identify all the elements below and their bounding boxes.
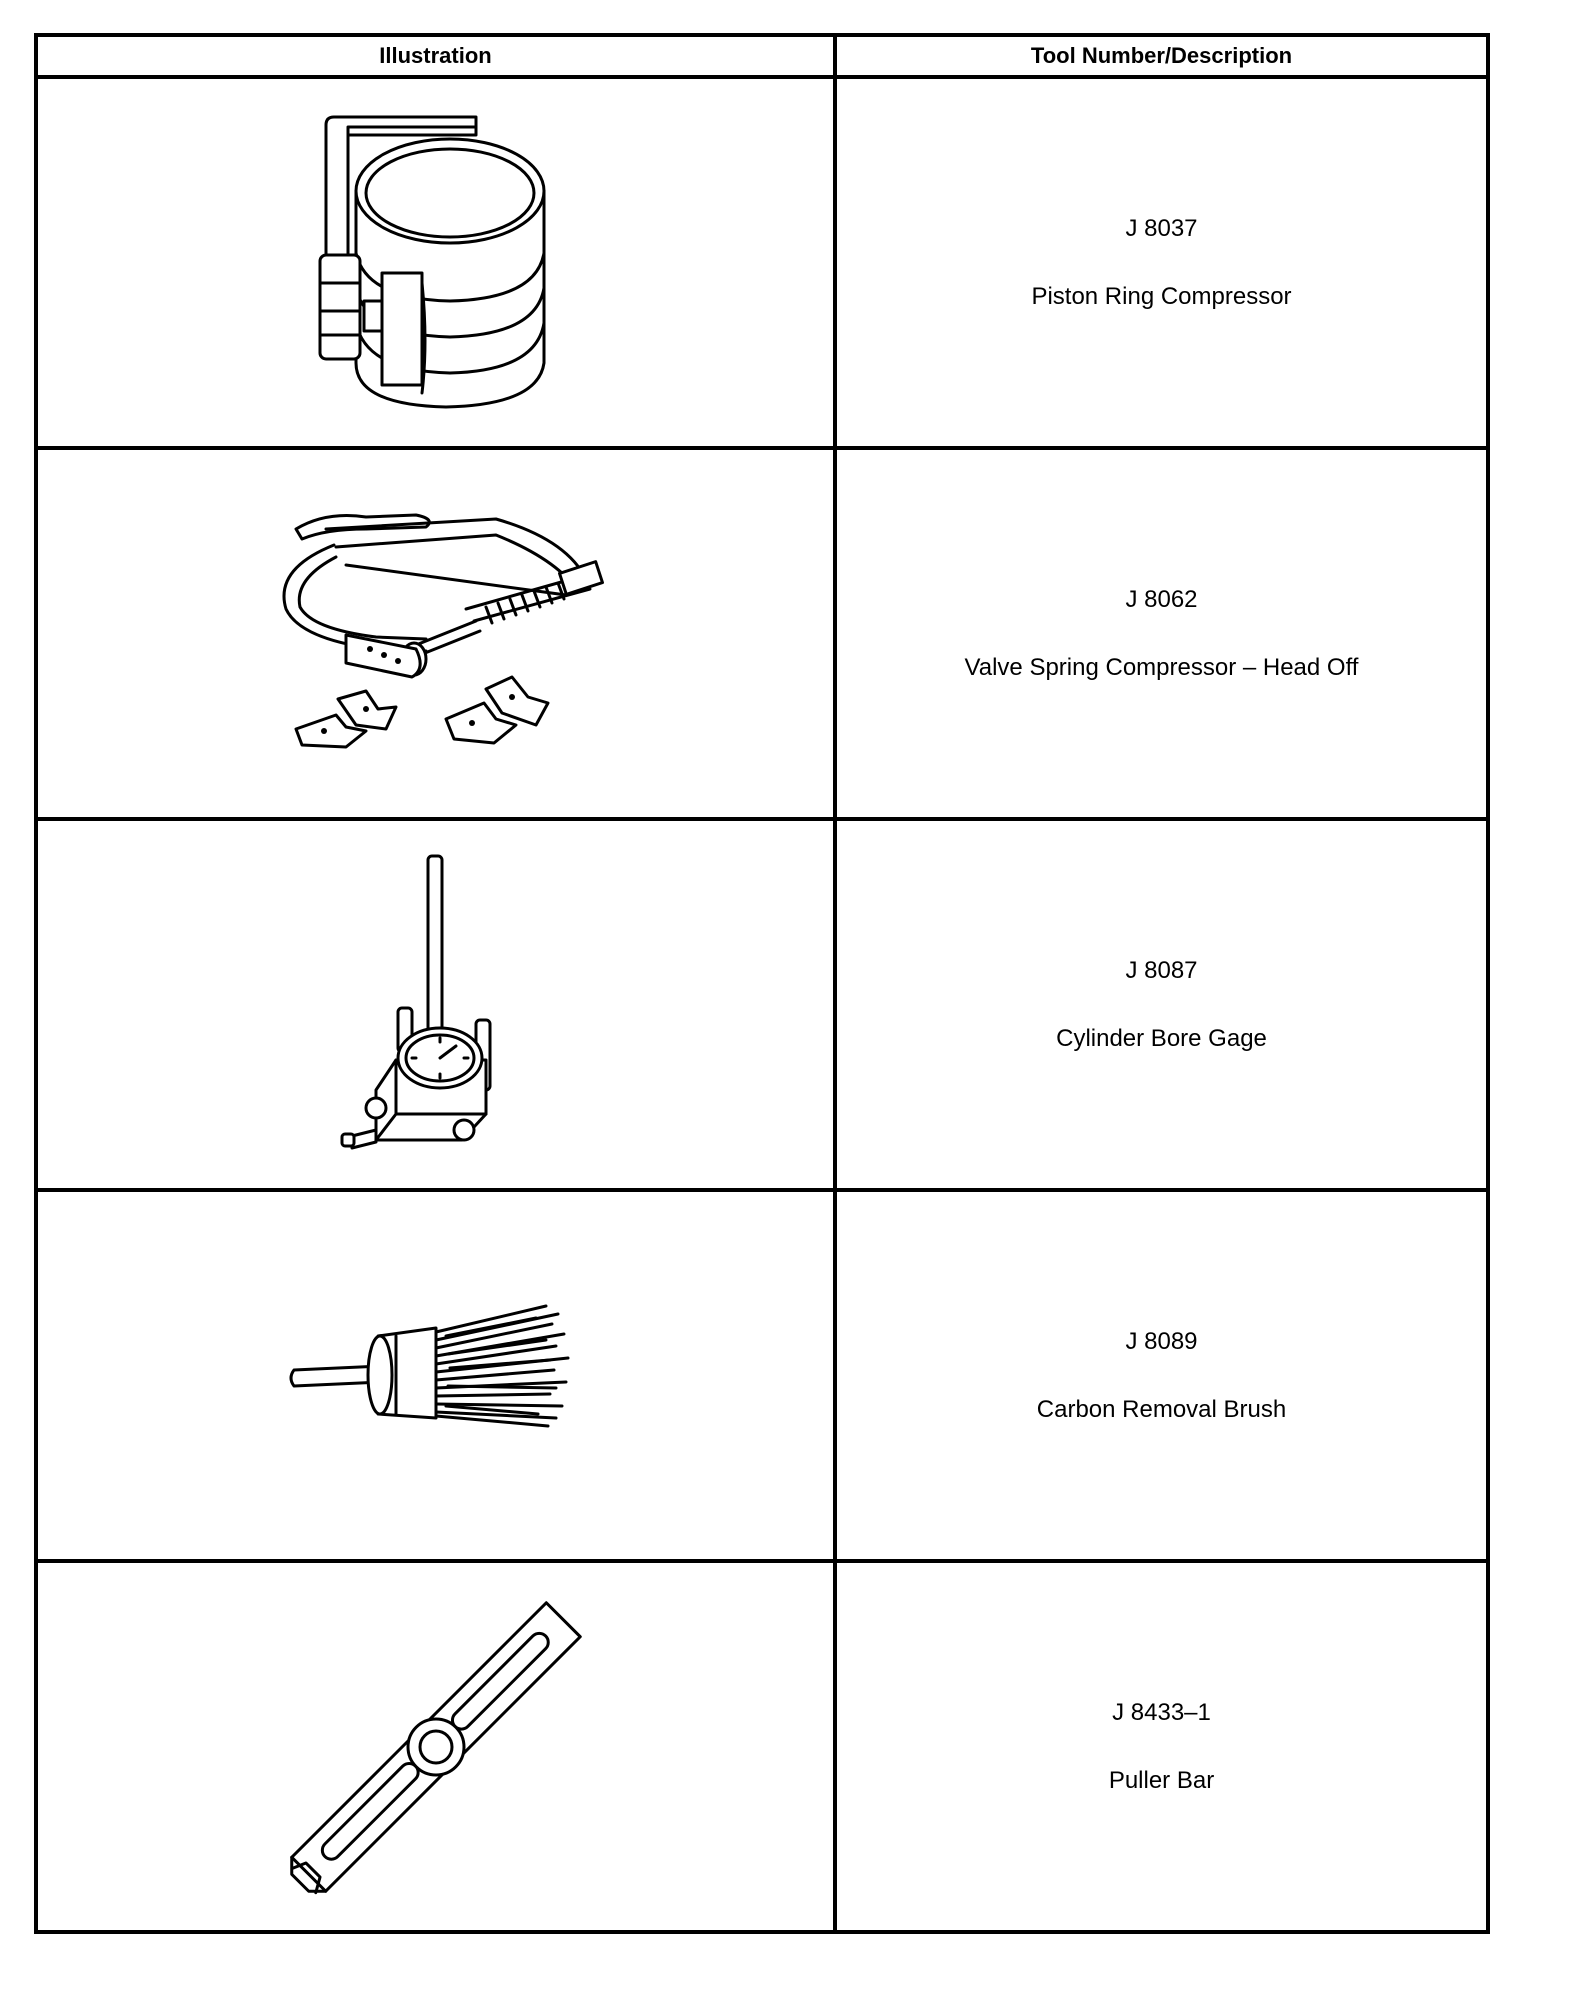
cylinder-bore-gage-icon <box>340 854 491 1149</box>
tool-info-cell: J 8433–1 Puller Bar <box>833 1559 1490 1934</box>
table-row: J 8089 Carbon Removal Brush <box>34 1188 1490 1563</box>
header-tool-number-description: Tool Number/Description <box>833 33 1490 79</box>
tool-number: J 8062 <box>1125 585 1198 613</box>
tool-description: Puller Bar <box>1108 1766 1215 1794</box>
table-row: J 8062 Valve Spring Compressor – Head Of… <box>34 446 1490 821</box>
puller-bar-icon <box>289 1600 582 1894</box>
tool-number: J 8037 <box>1125 214 1198 242</box>
illustration-cell <box>34 446 837 821</box>
tool-info-cell: J 8089 Carbon Removal Brush <box>833 1188 1490 1563</box>
tool-info-cell: J 8062 Valve Spring Compressor – Head Of… <box>833 446 1490 821</box>
tool-description: Piston Ring Compressor <box>1031 282 1292 310</box>
table-row: J 8037 Piston Ring Compressor <box>34 75 1490 450</box>
carbon-removal-brush-icon <box>289 1304 569 1427</box>
tool-number: J 8087 <box>1125 956 1198 984</box>
tool-description: Valve Spring Compressor – Head Off <box>964 653 1359 681</box>
illustration-cell <box>34 817 837 1192</box>
tool-number: J 8433–1 <box>1112 1698 1211 1726</box>
tool-description: Carbon Removal Brush <box>1036 1395 1287 1423</box>
table-row: J 8433–1 Puller Bar <box>34 1559 1490 1934</box>
tool-description: Cylinder Bore Gage <box>1056 1024 1267 1052</box>
tool-number: J 8089 <box>1125 1327 1198 1355</box>
tool-info-cell: J 8037 Piston Ring Compressor <box>833 75 1490 450</box>
piston-ring-compressor-icon <box>318 115 545 408</box>
valve-spring-compressor-icon <box>282 513 604 748</box>
header-illustration: Illustration <box>34 33 837 79</box>
tool-table: Illustration Tool Number/Description <box>34 33 1490 1934</box>
illustration-cell <box>34 1188 837 1563</box>
tool-info-cell: J 8087 Cylinder Bore Gage <box>833 817 1490 1192</box>
table-header-row: Illustration Tool Number/Description <box>34 33 1490 79</box>
table-row: J 8087 Cylinder Bore Gage <box>34 817 1490 1192</box>
illustration-cell <box>34 1559 837 1934</box>
illustration-cell <box>34 75 837 450</box>
